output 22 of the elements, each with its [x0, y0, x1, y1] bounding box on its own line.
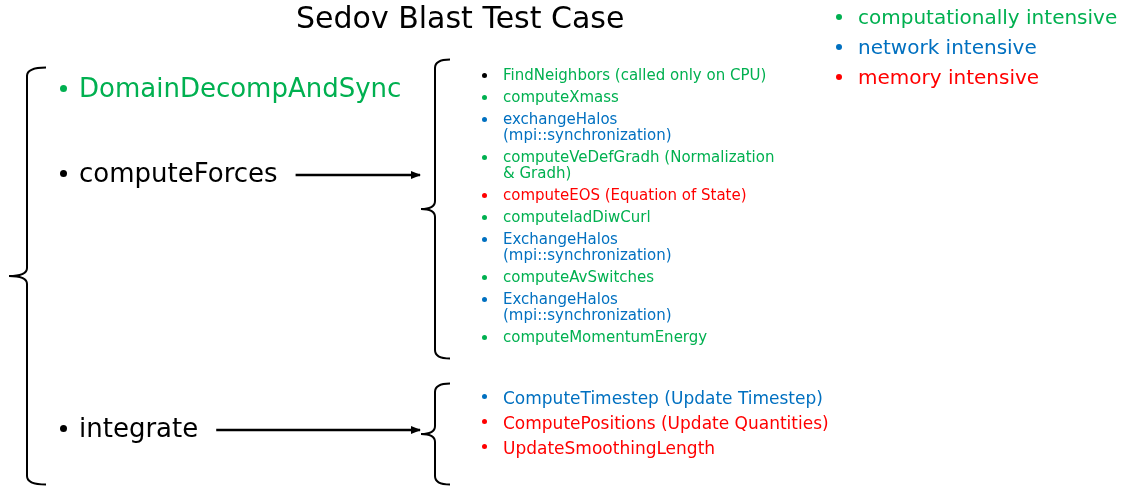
item-text: ComputeTimestep (Update Timestep) [503, 388, 823, 408]
item-text: integrate [79, 412, 199, 444]
item-text: DomainDecompAndSync [79, 72, 402, 104]
item-text: exchangeHalos (mpi::synchronization) [503, 111, 673, 143]
item-text: ExchangeHalos (mpi::synchronization) [503, 291, 673, 323]
item-text: computeMomentumEnergy [503, 329, 708, 345]
legend-text: network intensive [858, 34, 1037, 60]
item-text: FindNeighbors (called only on CPU) [503, 67, 767, 83]
item-text: computeForces [79, 157, 278, 189]
item-text: UpdateSmoothingLength [503, 438, 716, 458]
item-text: computeEOS (Equation of State) [503, 187, 747, 203]
item-text: ComputePositions (Update Quantities) [503, 413, 829, 433]
arrow [216, 426, 421, 434]
item-text: ExchangeHalos (mpi::synchronization) [503, 231, 673, 263]
item-text: computeVeDefGradh (Normalization & Gradh) [503, 149, 776, 181]
legend-text: memory intensive [858, 64, 1040, 90]
arrow [295, 171, 421, 179]
legend-text: computationally intensive [858, 4, 1118, 30]
item-text: computeAvSwitches [503, 269, 655, 285]
title: Sedov Blast Test Case [296, 0, 625, 36]
item-text: computeIadDiwCurl [503, 209, 651, 225]
item-text: computeXmass [503, 89, 619, 105]
